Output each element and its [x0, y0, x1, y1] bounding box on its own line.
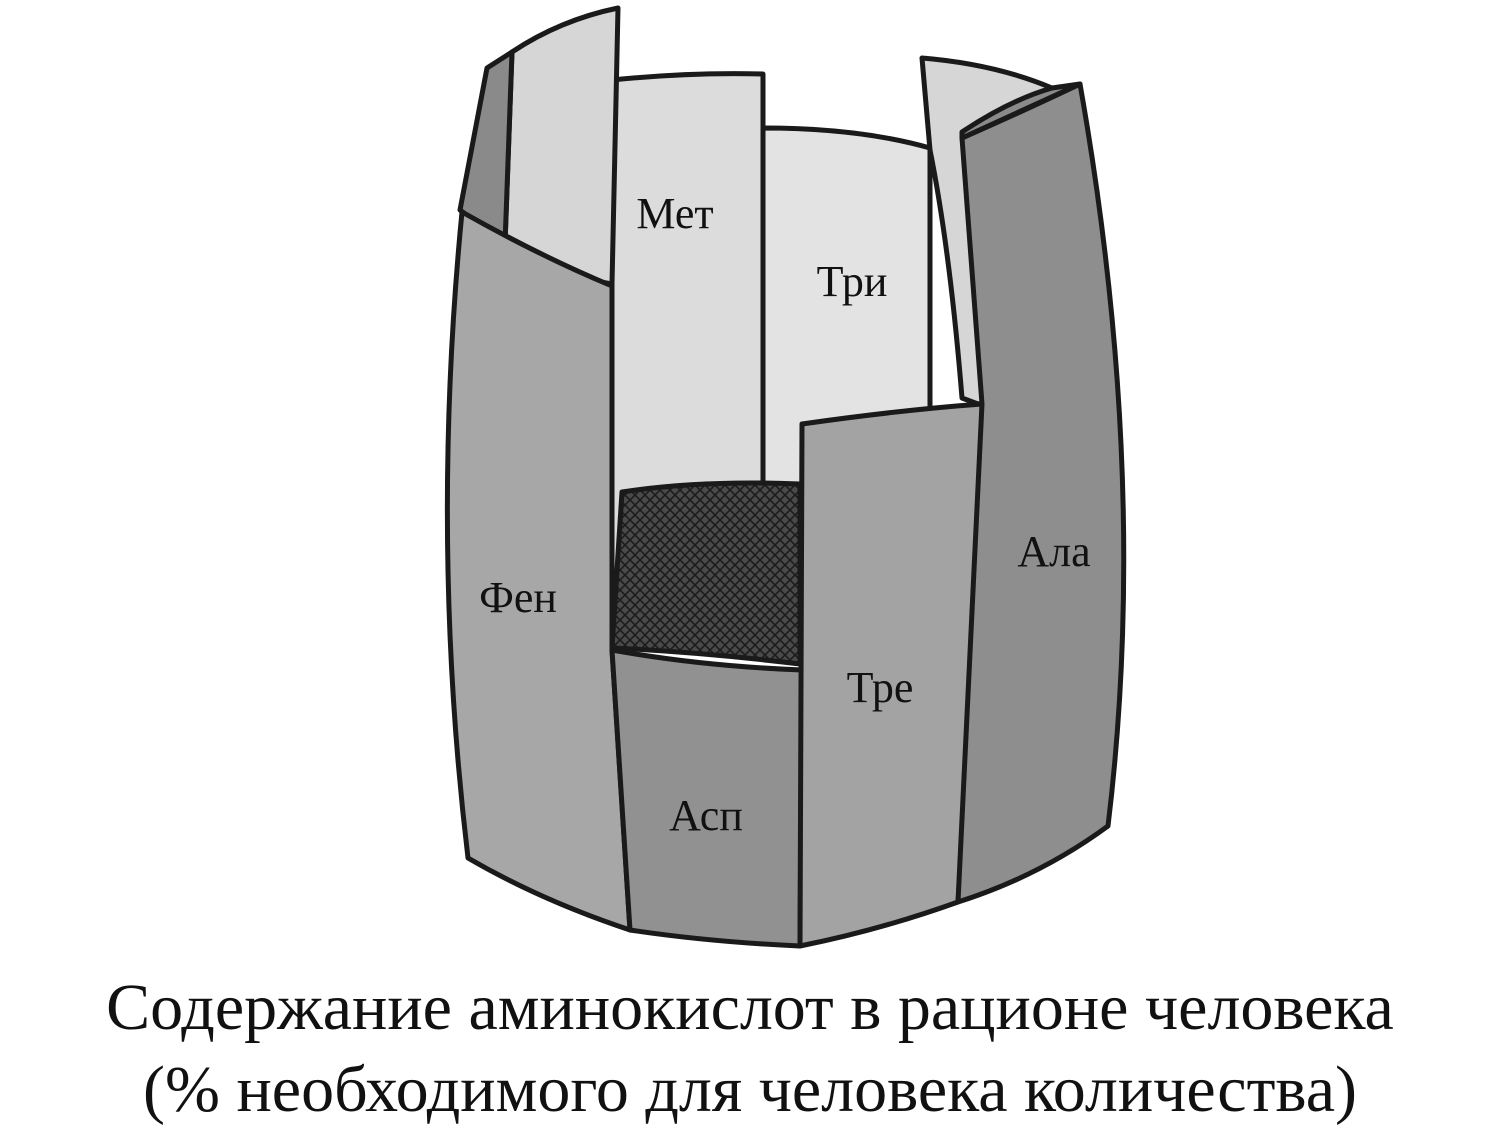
stave-label-tri: Три: [817, 257, 888, 306]
stave-ala: [955, 81, 1127, 905]
stave-label-asp: Асп: [669, 791, 743, 840]
stave-rim-right: [959, 81, 1083, 141]
stave-label-fen: Фен: [479, 573, 557, 622]
stave-fen: [444, 209, 633, 933]
barrel-bottom-mesh: [609, 480, 803, 667]
stave-label-ala: Ала: [1017, 527, 1090, 576]
stave-label-tre: Тре: [847, 663, 914, 712]
stave-label-met: Мет: [636, 189, 713, 238]
amino-acid-barrel-diagram: Мет Три Фен Асп Тре Ала: [444, 5, 1127, 949]
caption-line-1: Содержание аминокислот в рационе человек…: [106, 971, 1394, 1044]
caption-line-2: (% необходимого для человека количества): [143, 1053, 1357, 1126]
